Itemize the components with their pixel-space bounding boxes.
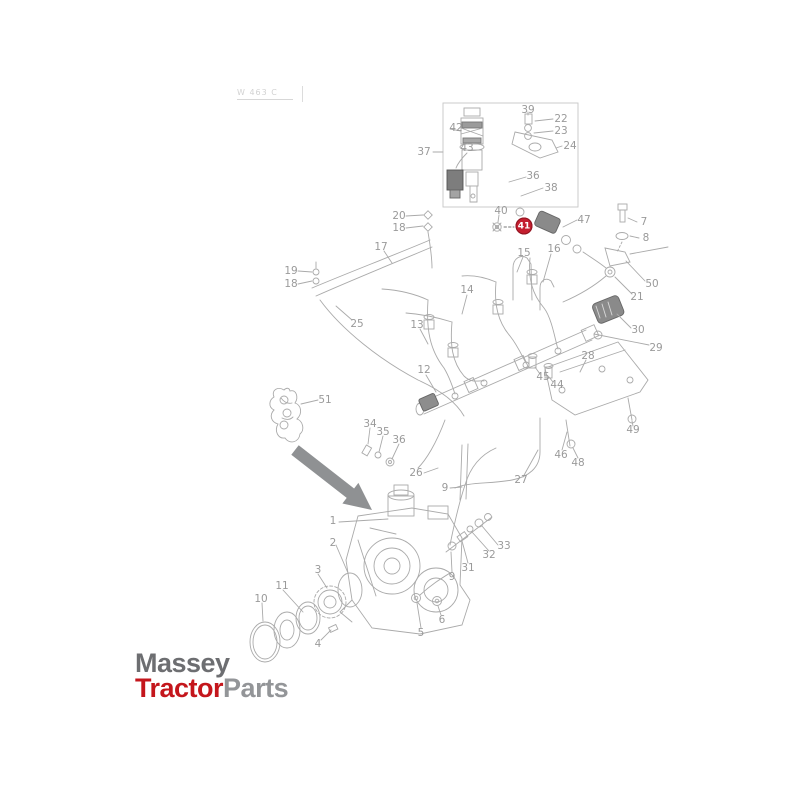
reference-code: W 463 C: [237, 86, 303, 102]
part-label-7: 7: [640, 215, 648, 228]
fuel-filter: [592, 295, 632, 329]
part-label-35: 35: [376, 425, 390, 438]
part-label-3: 3: [314, 563, 322, 576]
part-label-29: 29: [649, 341, 663, 354]
part-label-36: 36: [392, 433, 406, 446]
part-label-42: 42: [449, 121, 463, 134]
feed-pipes: [381, 256, 559, 395]
part-label-51: 51: [318, 393, 332, 406]
logo-word-massey: Massey: [135, 648, 230, 678]
part-label-22: 22: [554, 112, 568, 125]
part-label-31: 31: [461, 561, 475, 574]
mounting-bracket: [527, 341, 649, 459]
part-label-11: 11: [275, 579, 289, 592]
pulley-parts: [249, 572, 363, 663]
part-label-45: 45: [536, 370, 550, 383]
part-label-10: 10: [254, 592, 268, 605]
left-pipes: [297, 210, 465, 417]
highlighted-part-badge: 41: [515, 217, 533, 235]
part-label-6: 6: [438, 613, 446, 626]
injector-assembly: [432, 102, 579, 208]
part-label-44: 44: [550, 378, 564, 391]
part-label-13: 13: [410, 318, 424, 331]
part-label-27: 27: [514, 473, 528, 486]
part-label-36: 36: [526, 169, 540, 182]
part-label-33: 33: [497, 539, 511, 552]
part-label-47: 47: [577, 213, 591, 226]
pointer-arrow: [291, 445, 372, 510]
part-label-34: 34: [363, 417, 377, 430]
brand-logo: Massey TractorParts: [135, 648, 289, 703]
part-label-43: 43: [460, 141, 474, 154]
part-label-15: 15: [517, 246, 531, 259]
logo-word-parts: Parts: [223, 672, 289, 703]
part-label-39: 39: [521, 103, 535, 116]
part-label-46: 46: [554, 448, 568, 461]
part-label-19: 19: [284, 264, 298, 277]
part-label-24: 24: [563, 139, 577, 152]
part-label-28: 28: [581, 349, 595, 362]
part-label-30: 30: [631, 323, 645, 336]
part-label-37: 37: [417, 145, 431, 158]
part-label-32: 32: [482, 548, 496, 561]
part-label-9: 9: [448, 570, 456, 583]
part-label-2: 2: [329, 536, 337, 549]
right-fittings: [562, 203, 669, 303]
part-label-38: 38: [544, 181, 558, 194]
logo-word-tractor: Tractor: [135, 672, 224, 703]
part-label-17: 17: [374, 240, 388, 253]
part-label-21: 21: [630, 290, 644, 303]
part-label-9: 9: [441, 481, 449, 494]
part-label-1: 1: [329, 514, 337, 527]
pump-fittings: [411, 513, 499, 629]
part-label-4: 4: [314, 637, 322, 650]
injector-fittings: [492, 207, 607, 283]
gasket-part: [269, 387, 319, 443]
part-label-49: 49: [626, 423, 640, 436]
small-hardware: [361, 427, 400, 467]
return-pipes: [417, 417, 541, 596]
injection-pump: [335, 484, 471, 635]
part-label-20: 20: [392, 209, 406, 222]
part-label-18: 18: [284, 277, 298, 290]
part-label-14: 14: [460, 283, 474, 296]
part-label-16: 16: [547, 242, 561, 255]
part-label-26: 26: [409, 466, 423, 479]
part-label-8: 8: [642, 231, 650, 244]
part-label-48: 48: [571, 456, 585, 469]
part-label-12: 12: [417, 363, 431, 376]
part-label-40: 40: [494, 204, 508, 217]
part-label-18: 18: [392, 221, 406, 234]
part-label-25: 25: [350, 317, 364, 330]
part-label-5: 5: [417, 626, 425, 639]
part-label-50: 50: [645, 277, 659, 290]
part-label-23: 23: [554, 124, 568, 137]
